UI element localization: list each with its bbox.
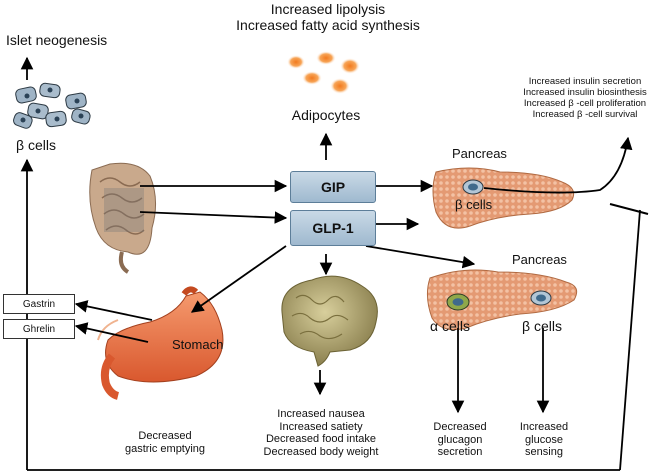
gastric-effect: Decreased gastric emptying	[100, 430, 230, 455]
pancreas-lower-illustration	[426, 269, 578, 331]
insulin-effect-item: Increased insulin secretion	[528, 76, 642, 87]
top-effect-fatty-acid: Increased fatty acid synthesis	[236, 17, 420, 34]
gip-box: GIP	[290, 171, 376, 203]
alpha-cell	[446, 293, 470, 311]
arrow-glp1-to-stomach	[190, 245, 287, 313]
gip-label: GIP	[320, 179, 346, 195]
brain-effect-item: Increased nausea	[277, 408, 365, 420]
insulin-effects-list: Increased insulin secretion Increased in…	[510, 76, 660, 121]
glucose-effect-line: Increased	[519, 421, 569, 433]
glp1-label: GLP-1	[312, 220, 354, 236]
glucagon-effect-line: Decreased	[433, 421, 487, 433]
insulin-effect-item: Increased β -cell survival	[532, 108, 638, 120]
stomach-label: Stomach	[172, 337, 224, 352]
ghrelin-box: Ghrelin	[3, 319, 75, 339]
adipocyte-cluster	[287, 51, 360, 94]
brain-effects-list: Increased nausea Increased satiety Decre…	[246, 408, 396, 459]
glucose-effect-line: sensing	[525, 446, 563, 459]
glucagon-effect-line: secretion	[437, 446, 483, 459]
glucose-effect-line: glucose	[525, 433, 563, 446]
glucagon-effect-line: glucagon	[437, 433, 483, 446]
ghrelin-label: Ghrelin	[22, 323, 56, 335]
islet-neogenesis-label: Islet neogenesis	[6, 32, 108, 48]
beta-cell-lower	[530, 290, 552, 306]
alpha-cells-label: α cells	[430, 318, 470, 334]
brain-effect-item: Decreased food intake	[265, 433, 377, 446]
brain-effect-item: Increased satiety	[279, 420, 363, 433]
arrow-intestine-to-glp1	[139, 211, 288, 224]
pancreas-upper-beta-label: β cells	[455, 197, 493, 212]
brain-effect-item: Decreased body weight	[263, 445, 379, 458]
beta-cells-left-label: β cells	[16, 137, 56, 153]
beta-cells-lower-label: β cells	[522, 318, 562, 334]
top-effects: Increased lipolysis Increased fatty acid…	[210, 1, 446, 33]
beta-cell-upper	[462, 179, 484, 195]
glucose-effect: Increased glucose sensing	[510, 421, 578, 459]
pancreas-upper-title: Pancreas	[452, 146, 507, 161]
intestine-illustration	[89, 162, 156, 274]
feedback-loop-line	[619, 209, 641, 471]
gastric-effect-line: gastric emptying	[124, 442, 206, 455]
arrow-stomach-to-gastrin	[74, 300, 153, 321]
top-effect-lipolysis: Increased lipolysis	[270, 1, 386, 17]
insulin-effect-item: Increased β -cell proliferation	[523, 97, 647, 109]
arrow-beta-to-insulin-effects	[483, 136, 633, 194]
glp1-box: GLP-1	[290, 210, 376, 246]
gastrin-box: Gastrin	[3, 294, 75, 314]
adipocytes-label: Adipocytes	[291, 107, 361, 123]
stomach-illustration	[97, 286, 224, 400]
glucagon-effect: Decreased glucagon secretion	[424, 421, 496, 459]
brain-illustration	[281, 275, 378, 367]
gastrin-label: Gastrin	[22, 298, 56, 310]
inhibition-bar	[609, 203, 649, 215]
insulin-effect-item: Increased insulin biosinthesis	[523, 86, 647, 98]
gastric-effect-line: Decreased	[138, 430, 192, 442]
arrow-stomach-to-ghrelin	[74, 322, 149, 343]
arrow-glp1-to-pancreas-lower	[365, 245, 476, 269]
pancreas-lower-title: Pancreas	[512, 252, 567, 267]
